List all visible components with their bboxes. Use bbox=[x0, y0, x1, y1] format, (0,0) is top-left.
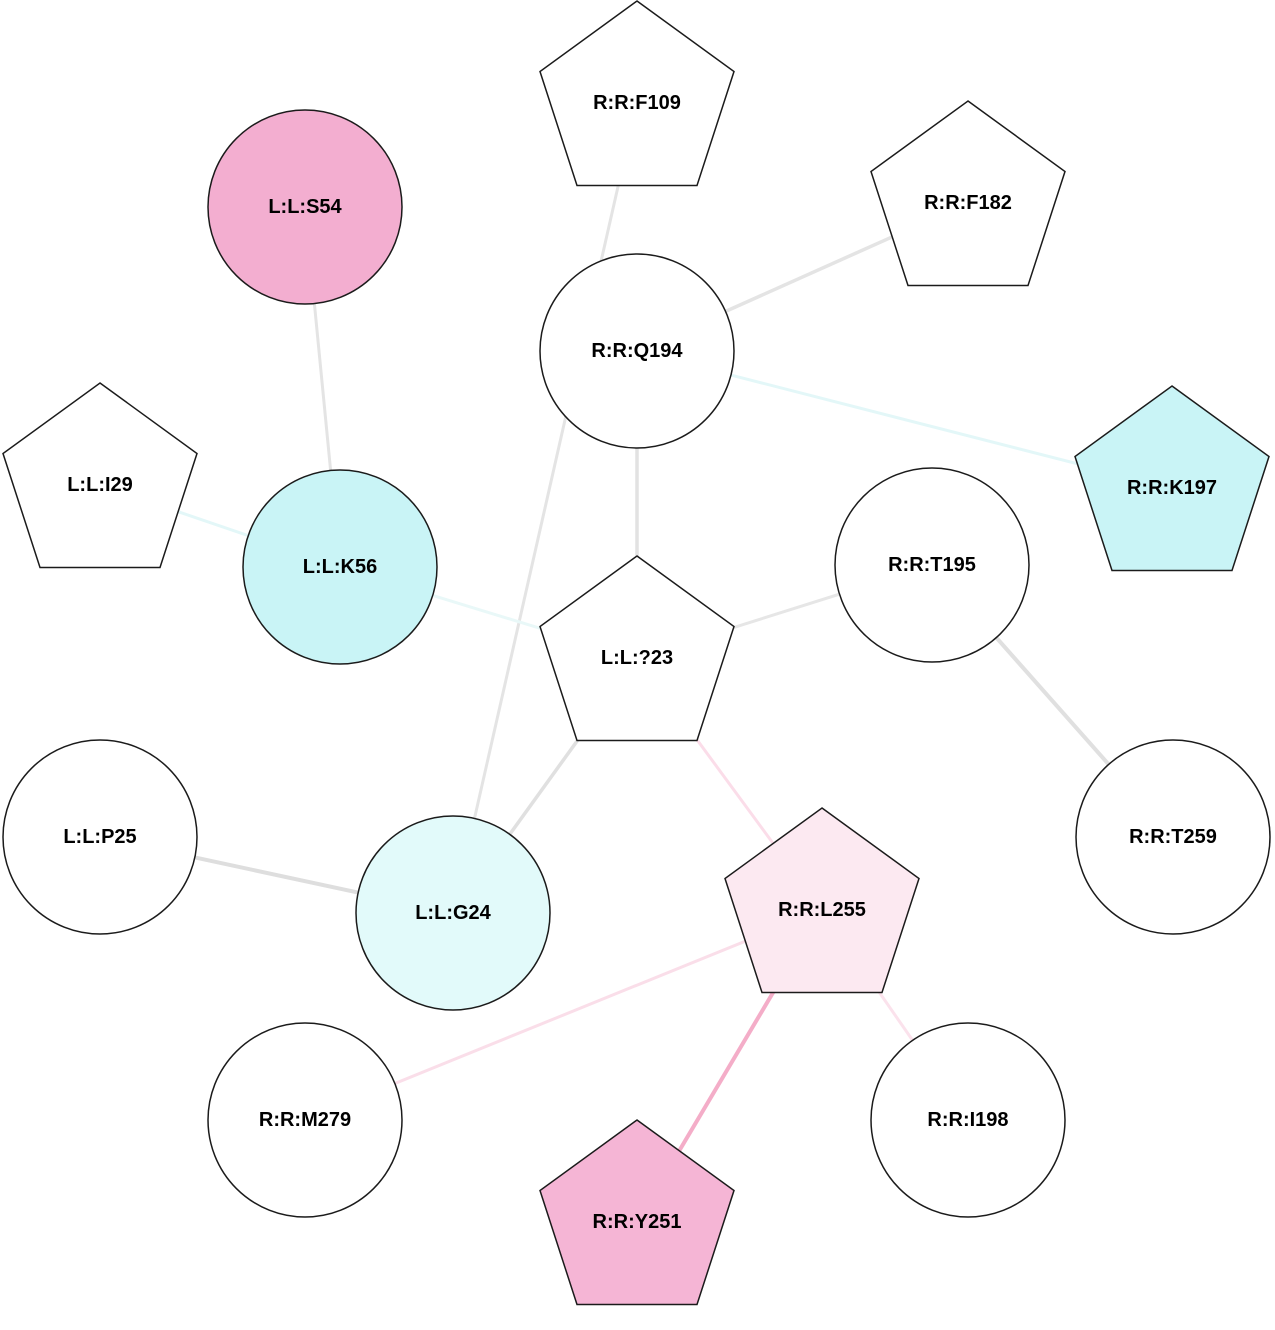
pentagon-node-shape bbox=[724, 807, 920, 994]
node-R:R:F182[interactable]: R:R:F182 bbox=[870, 100, 1066, 287]
circle-node-shape bbox=[1075, 739, 1271, 935]
pentagon-node-shape bbox=[539, 0, 735, 187]
pentagon-node-shape bbox=[2, 382, 198, 569]
circle-node-shape bbox=[207, 1022, 403, 1218]
circle-node-shape bbox=[242, 469, 438, 665]
circle-node-shape bbox=[834, 467, 1030, 663]
pentagon-node-shape bbox=[539, 1119, 735, 1306]
node-L:L:P25[interactable]: L:L:P25 bbox=[2, 739, 198, 935]
node-R:R:K197[interactable]: R:R:K197 bbox=[1074, 385, 1270, 572]
node-R:R:I198[interactable]: R:R:I198 bbox=[870, 1022, 1066, 1218]
circle-node-shape bbox=[870, 1022, 1066, 1218]
pentagon-node-shape bbox=[1074, 385, 1270, 572]
node-L:L:K56[interactable]: L:L:K56 bbox=[242, 469, 438, 665]
pentagon-node-shape bbox=[539, 555, 735, 742]
circle-node-shape bbox=[539, 253, 735, 449]
node-L:L:S54[interactable]: L:L:S54 bbox=[207, 109, 403, 305]
node-R:R:M279[interactable]: R:R:M279 bbox=[207, 1022, 403, 1218]
node-R:R:Q194[interactable]: R:R:Q194 bbox=[539, 253, 735, 449]
circle-node-shape bbox=[207, 109, 403, 305]
node-L:L:I29[interactable]: L:L:I29 bbox=[2, 382, 198, 569]
circle-node-shape bbox=[355, 815, 551, 1011]
node-R:R:L255[interactable]: R:R:L255 bbox=[724, 807, 920, 994]
node-R:R:Y251[interactable]: R:R:Y251 bbox=[539, 1119, 735, 1306]
circle-node-shape bbox=[2, 739, 198, 935]
node-R:R:T259[interactable]: R:R:T259 bbox=[1075, 739, 1271, 935]
node-R:R:F109[interactable]: R:R:F109 bbox=[539, 0, 735, 187]
node-L:L:G24[interactable]: L:L:G24 bbox=[355, 815, 551, 1011]
node-L:L:?23[interactable]: L:L:?23 bbox=[539, 555, 735, 742]
pentagon-node-shape bbox=[870, 100, 1066, 287]
edge-R:R:F109--L:L:G24 bbox=[451, 101, 639, 915]
node-R:R:T195[interactable]: R:R:T195 bbox=[834, 467, 1030, 663]
